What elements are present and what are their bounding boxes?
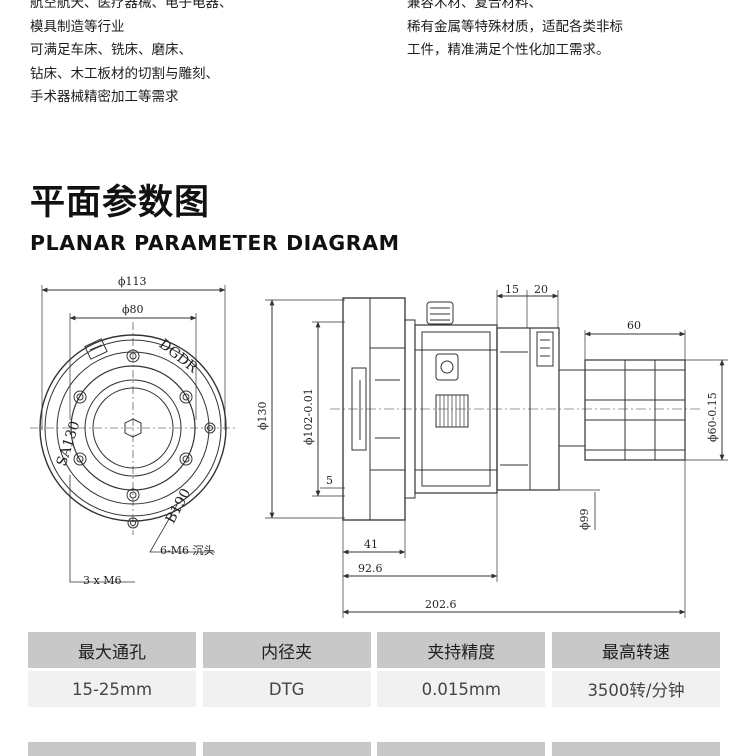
spec-value: 15-25mm xyxy=(28,671,196,707)
intro-line: 钻床、木工板材的切割与雕刻、 xyxy=(30,65,219,82)
intro-line: 航空航天、医疗器械、电子电器、 xyxy=(30,0,233,11)
spec-value: 3500转/分钟 xyxy=(551,671,720,707)
spec-next-row xyxy=(28,742,720,756)
intro-line: 手术器械精密加工等需求 xyxy=(30,89,179,105)
spec-header: 最高转速 xyxy=(551,632,720,668)
spec-value: DTG xyxy=(202,671,371,707)
intro-line: 工件，精准满足个性化加工需求。 xyxy=(407,42,610,58)
spec-value-row: 15-25mm DTG 0.015mm 3500转/分钟 xyxy=(28,671,720,707)
spec-header: 夹持精度 xyxy=(377,632,546,668)
dim-bore-label: ϕ102-0.01 xyxy=(302,388,315,445)
dim-inner-label: ϕ80 xyxy=(122,303,144,316)
dim-height-label: ϕ130 xyxy=(256,402,269,431)
spec-table: 最大通孔 内径夹 夹持精度 最高转速 15-25mm DTG 0.015mm 3… xyxy=(28,632,720,756)
mount-holes xyxy=(73,349,216,529)
side-view-text: ϕ130 ϕ102-0.01 5 15 20 60 ϕ60-0.15 ϕ99 4… xyxy=(256,283,719,611)
intro-line: 模具制造等行业 xyxy=(30,18,125,35)
dim-small-label: 5 xyxy=(326,474,333,487)
intro-line: 稀有金属等特殊材质，适配各类非标 xyxy=(407,18,623,35)
intro-line: 可满足车床、铣床、磨床、 xyxy=(30,42,192,58)
dim-41-label: 41 xyxy=(364,538,378,551)
technical-drawing: ϕ113 ϕ80 DGDR SA130 B190 6-M6 沉头 3 x M6 xyxy=(30,275,728,618)
spec-value: 0.015mm xyxy=(377,671,546,707)
dim-60-label: 60 xyxy=(627,319,641,332)
side-view xyxy=(265,290,728,618)
dim-outer-label: ϕ113 xyxy=(118,275,147,288)
bottom-label: B190 xyxy=(163,486,195,526)
dim-92-label: 92.6 xyxy=(358,562,383,575)
spec-header: 内径夹 xyxy=(202,632,371,668)
front-view xyxy=(30,285,236,583)
spec-header: 最大通孔 xyxy=(28,632,196,668)
spec-next-cell xyxy=(551,742,720,756)
brand-label: DGDR xyxy=(156,336,201,376)
intro-right-column: 兼容木材、复合材料、 稀有金属等特殊材质，适配各类非标 工件，精准满足个性化加工… xyxy=(407,0,623,63)
screws-note: 3 x M6 xyxy=(83,574,121,587)
spec-next-cell xyxy=(377,742,546,756)
intro-left-column: 航空航天、医疗器械、电子电器、 模具制造等行业 可满足车床、铣床、磨床、 钻床、… xyxy=(30,0,233,110)
spec-next-cell xyxy=(202,742,371,756)
holes-note: 6-M6 沉头 xyxy=(160,544,214,557)
front-view-text: ϕ113 ϕ80 DGDR SA130 B190 6-M6 沉头 3 x M6 xyxy=(54,275,215,587)
dim-20-label: 20 xyxy=(534,283,548,296)
section-title-en: PLANAR PARAMETER DIAGRAM xyxy=(30,231,400,255)
dim-tail-label: ϕ60-0.15 xyxy=(706,392,719,442)
dim-mid-label: ϕ99 xyxy=(578,509,591,531)
spec-header-row: 最大通孔 内径夹 夹持精度 最高转速 xyxy=(28,632,720,668)
intro-line: 兼容木材、复合材料、 xyxy=(407,0,542,11)
dim-15-label: 15 xyxy=(505,283,519,296)
spec-next-cell xyxy=(28,742,196,756)
section-title-zh: 平面参数图 xyxy=(30,183,211,223)
dim-202-label: 202.6 xyxy=(425,598,457,611)
